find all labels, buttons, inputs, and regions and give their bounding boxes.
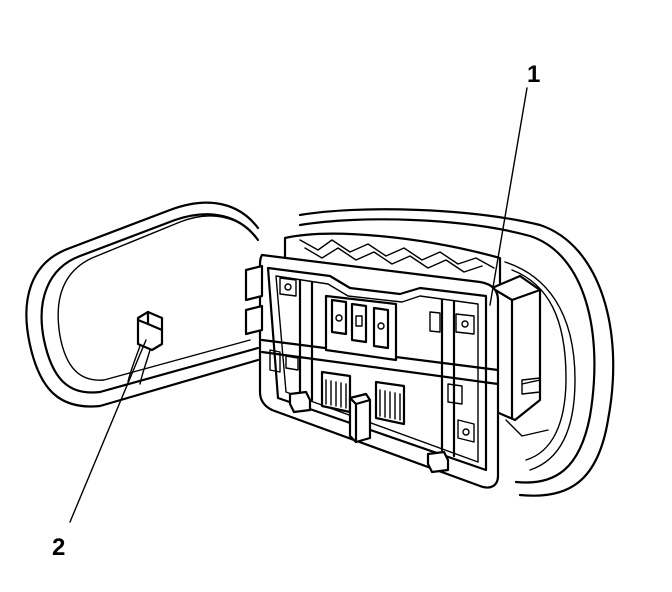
callout-label-2: 2 <box>52 534 65 561</box>
bezel-frame <box>25 201 260 408</box>
leader-lines <box>69 87 528 523</box>
leader-line-1 <box>489 87 528 306</box>
housing-oval <box>298 208 615 497</box>
callout-label-1: 1 <box>527 61 540 88</box>
control-module <box>244 232 549 489</box>
bezel-connector <box>127 310 164 385</box>
leader-line-2 <box>69 339 147 523</box>
